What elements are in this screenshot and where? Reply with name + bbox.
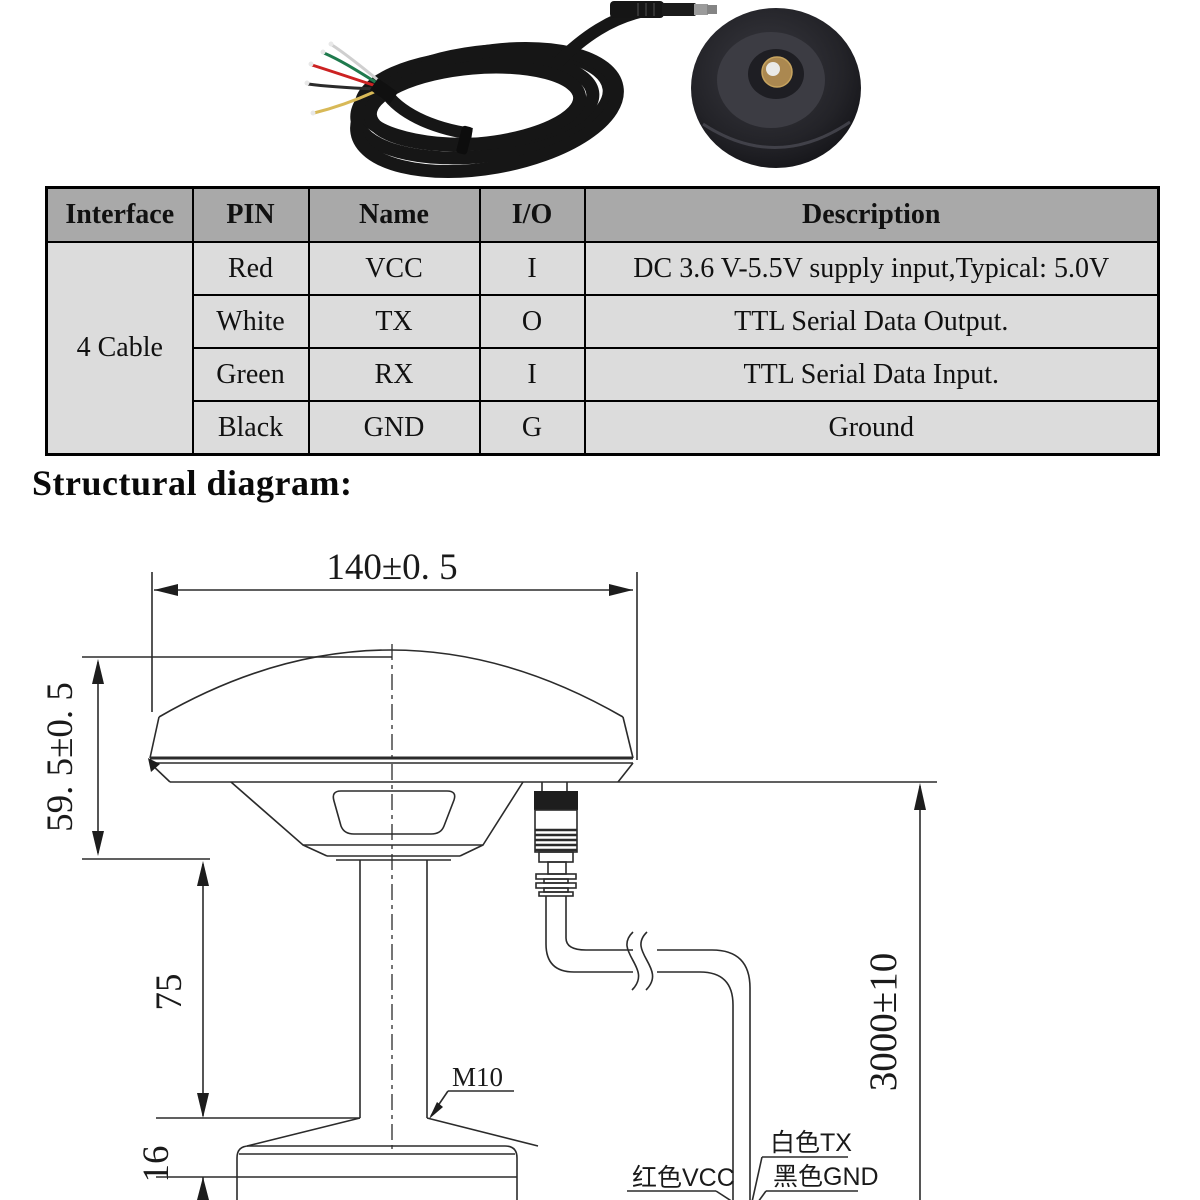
product-photo [304, 1, 861, 179]
dim-height-label: 59. 5±0. 5 [40, 682, 81, 832]
thread-label-text: M10 [452, 1062, 503, 1092]
pin-cell: White [191, 294, 310, 349]
pin-cell: Black [191, 400, 310, 456]
table-row: Black GND G Ground [47, 400, 1160, 456]
dimension-base: 16 [136, 1146, 517, 1200]
structural-diagram: 140±0. 5 59. 5±0. 5 75 16 3000±10 M [40, 547, 937, 1200]
io-cell: I [478, 241, 586, 296]
antenna-pole [359, 860, 428, 1118]
name-cell: GND [307, 400, 481, 456]
break-symbol [626, 931, 654, 991]
base-mount [236, 1117, 539, 1200]
dim-width-label: 140±0. 5 [326, 547, 457, 588]
cable-path [545, 896, 751, 1200]
zip-tie [456, 125, 473, 155]
wire-tip [320, 49, 326, 55]
io-cell: G [478, 400, 586, 456]
cable-connector [610, 1, 717, 18]
table-row: Green RX I TTL Serial Data Input. [47, 347, 1160, 402]
io-cell: O [478, 294, 586, 349]
svg-text:红色VCC: 红色VCC [632, 1164, 735, 1192]
thread-hole [766, 62, 780, 76]
wire-tip [304, 80, 310, 86]
col-header-name: Name [307, 186, 481, 243]
table-row: 4 Cable Red VCC I DC 3.6 V-5.5V supply i… [45, 241, 1160, 456]
diagram-connector [534, 782, 578, 897]
dim-pole-label: 75 [149, 974, 190, 1011]
svg-text:黑色GND: 黑色GND [773, 1163, 879, 1191]
dimension-width: 140±0. 5 [151, 547, 638, 760]
pin-table: Interface PIN Name I/O Description 4 Cab… [45, 186, 1160, 456]
name-cell: TX [307, 294, 481, 349]
description-cell: TTL Serial Data Input. [583, 347, 1160, 402]
pin-cell: Red [191, 241, 310, 296]
antenna-outline [148, 649, 937, 861]
dim-cable-length-label: 3000±10 [862, 953, 905, 1091]
rim-notch [148, 758, 160, 772]
label-tx: 白色TX [751, 1129, 852, 1200]
name-cell: RX [307, 347, 481, 402]
interface-cell: 4 Cable [45, 241, 194, 456]
dimension-pole: 75 [149, 861, 360, 1119]
wire-tip [310, 110, 316, 116]
table-row: White TX O TTL Serial Data Output. [47, 294, 1160, 349]
base-rim-highlight [702, 120, 851, 149]
col-header-io: I/O [478, 186, 586, 243]
underside-cutout [332, 790, 456, 835]
dimension-cable-length: 3000±10 [862, 783, 926, 1200]
name-cell: VCC [307, 241, 481, 296]
description-cell: Ground [583, 400, 1160, 456]
magnetic-mount-base [691, 8, 861, 168]
dimension-height: 59. 5±0. 5 [40, 656, 392, 860]
wire-tip [308, 61, 314, 67]
wire-labels: 红色VCC 白色TX 黑色GND [627, 1129, 879, 1200]
col-header-pin: PIN [191, 186, 310, 243]
wire-tip [328, 41, 334, 47]
bare-wires [304, 41, 399, 116]
thread-label: M10 [429, 1062, 514, 1119]
col-header-interface: Interface [45, 186, 194, 243]
description-cell: DC 3.6 V-5.5V supply input,Typical: 5.0V [583, 241, 1160, 296]
col-header-description: Description [583, 186, 1160, 243]
connector-metal-tip [694, 4, 708, 15]
table-header-row: Interface PIN Name I/O Description [45, 186, 1160, 243]
section-title: Structural diagram: [32, 463, 353, 503]
description-cell: TTL Serial Data Output. [583, 294, 1160, 349]
label-gnd: 黑色GND [758, 1163, 879, 1200]
cable-tip-sleeve [369, 78, 399, 104]
svg-text:白色TX: 白色TX [770, 1129, 852, 1157]
pin-cell: Green [191, 347, 310, 402]
io-cell: I [478, 347, 586, 402]
label-vcc: 红色VCC [627, 1164, 735, 1200]
